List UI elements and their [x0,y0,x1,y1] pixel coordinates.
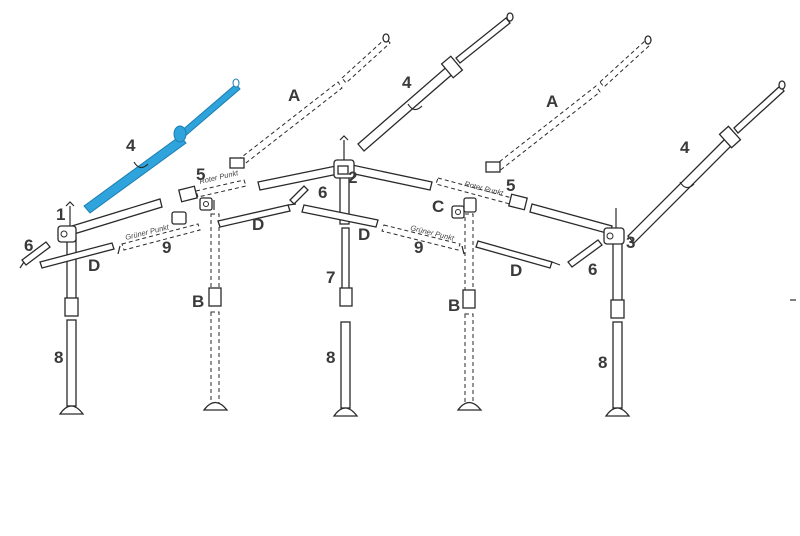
rafter-4-right [627,80,786,244]
leg-right [604,237,631,417]
label-a-left: A [288,86,300,105]
label-9-right: 9 [414,238,423,257]
connector-3 [603,208,625,245]
rafter-4-highlighted [83,78,241,214]
label-8-center: 8 [326,348,335,367]
part-labels: 1 2 3 4 4 4 5 5 6 6 6 7 8 8 8 9 9 A A B … [24,73,690,372]
label-7: 7 [326,268,335,287]
label-b-left: B [192,292,204,311]
leg-dashed-b1 [202,213,229,411]
label-d-2: D [252,215,264,234]
label-6-right: 6 [588,260,597,279]
label-d-4: D [510,261,522,280]
label-d-3: D [358,225,370,244]
label-2: 2 [348,168,357,187]
tubes-9 [121,223,461,251]
label-c: C [432,197,444,216]
label-5-right: 5 [506,176,515,195]
rafter-4-center [357,12,514,152]
pins [19,245,796,301]
d-tubes [39,203,561,269]
label-6-center: 6 [318,183,327,202]
label-b-right: B [448,296,460,315]
label-1: 1 [56,205,65,224]
connector-2 [333,135,355,179]
label-a-right: A [546,92,558,111]
connector-1 [57,201,77,243]
label-8-right: 8 [598,353,607,372]
clamp-c-right [451,197,477,219]
rafter-a-right [485,35,652,173]
label-5-left: 5 [196,165,205,184]
label-4-center: 4 [402,73,412,92]
clamp-c-left [171,197,215,225]
tubes-5 [177,177,529,211]
label-4-right: 4 [680,138,690,157]
label-9-left: 9 [162,238,171,257]
leg-center [332,175,359,417]
label-3: 3 [626,233,635,252]
label-6-left: 6 [24,236,33,255]
label-4-left: 4 [126,136,136,155]
leg-dashed-b2 [456,213,483,411]
label-d-1: D [88,256,100,275]
leg-left [58,237,85,415]
rafter-a-left [229,33,391,169]
tubes-6 [21,185,603,268]
label-8-left: 8 [54,348,63,367]
